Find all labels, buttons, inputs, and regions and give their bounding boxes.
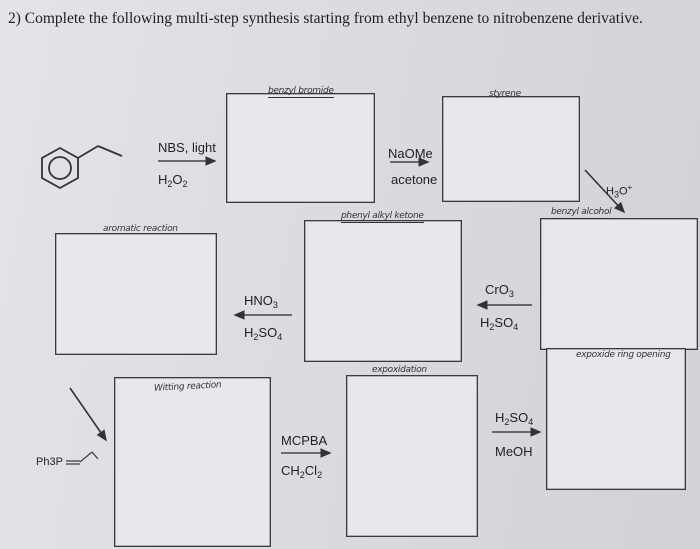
- reagent-acetone: acetone: [391, 172, 438, 187]
- label-epoxide-ring-opening: expoxide ring opening: [576, 350, 671, 360]
- reagent-nbs-light: NBS, light: [158, 140, 216, 155]
- reagent-ph3p: Ph3P: [36, 456, 63, 468]
- reagent-h2so4-ketone: H2SO4: [480, 315, 519, 332]
- label-styrene: styrene: [489, 89, 521, 99]
- label-expoxidation: expoxidation: [372, 365, 427, 375]
- answer-box-ring-opening[interactable]: [546, 348, 686, 490]
- label-benzyl-alcohol: benzyl alcohol: [551, 207, 612, 219]
- answer-box-benzyl-alcohol[interactable]: [540, 218, 698, 350]
- arrow-wittig: [69, 387, 107, 442]
- reagent-meoh: MeOH: [495, 444, 533, 459]
- ethylbenzene-structure: [41, 145, 123, 190]
- reagent-h2so4-opening: H2SO4: [495, 410, 534, 427]
- reagent-ch2cl2: CH2Cl2: [281, 463, 323, 480]
- reagent-mcpba: MCPBA: [281, 433, 328, 448]
- label-benzyl-bromide: benzyl bromide: [268, 86, 334, 98]
- answer-box-epoxide[interactable]: [346, 375, 478, 537]
- answer-box-wittig-product[interactable]: [114, 377, 271, 547]
- answer-box-phenyl-alkyl-ketone[interactable]: [304, 220, 462, 362]
- reagent-hno3: HNO3: [244, 293, 278, 310]
- answer-box-styrene[interactable]: [442, 96, 580, 202]
- arrow-step-3: [584, 169, 626, 214]
- label-aromatic-reaction: aromatic reaction: [103, 224, 178, 234]
- reagent-h2so4-nitration: H2SO4: [244, 325, 283, 342]
- reagent-h3o-plus: H3O+: [606, 183, 633, 200]
- reagent-h2o2: H2O2: [158, 172, 188, 189]
- reagent-cro3: CrO3: [485, 282, 514, 299]
- answer-box-benzyl-bromide[interactable]: [226, 93, 375, 203]
- question-text: 2) Complete the following multi-step syn…: [8, 10, 643, 27]
- label-phenyl-alkyl-ketone: phenyl alkyl ketone: [341, 211, 424, 223]
- answer-box-aromatic-product[interactable]: [55, 233, 217, 355]
- ylide-structure: [66, 451, 99, 465]
